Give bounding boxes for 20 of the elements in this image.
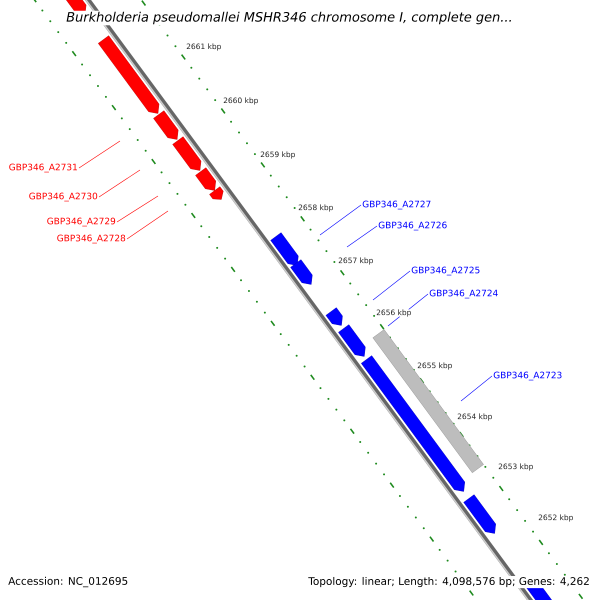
gene-label: GBP346_A2727 [362,200,430,210]
leader-line [460,376,492,402]
leader-line [372,270,410,300]
leader-line [98,170,140,198]
leader-line [320,204,362,236]
leader-line [116,196,158,222]
title: Burkholderia pseudomallei MSHR346 chromosome I, complete gen... [65,10,514,26]
gene-label: GBP346_A2723 [494,372,562,380]
gene-label: GBP346_A2730 [29,192,98,202]
gene-label: GBP346_A2725 [412,266,480,276]
gene-label: GBP346_A2726 [378,222,447,230]
gene-label: GBP346_A2728 [57,234,126,244]
gene-label: GBP346_A2729 [47,218,116,226]
gene-label: GBP346_A2731 [9,164,77,172]
accession-label: Accession: NC_012695 [8,576,128,588]
leader-line [346,226,378,248]
gene-label: GBP346_A2724 [430,290,498,298]
leader-line [126,210,168,240]
leader-line [78,140,120,168]
topology-label: Topology: linear; Length: 4,098,576 bp; Genes: 4,262 [307,576,591,588]
